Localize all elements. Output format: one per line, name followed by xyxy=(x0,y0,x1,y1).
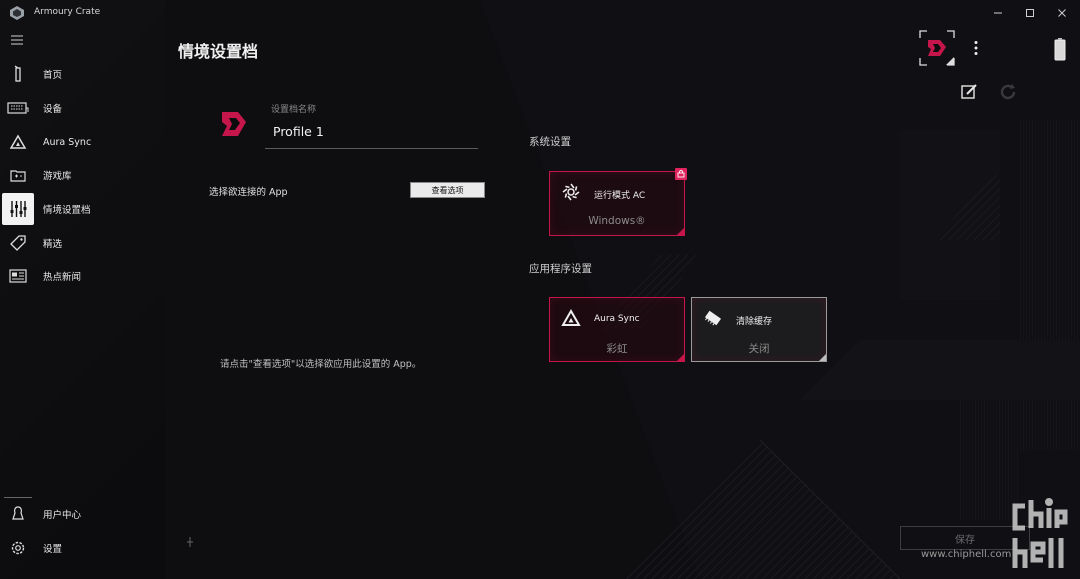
chiphell-watermark-logo xyxy=(1012,498,1068,568)
user-icon xyxy=(2,498,34,530)
aura-icon xyxy=(561,308,581,326)
sidebar xyxy=(0,26,36,579)
sidebar-divider xyxy=(4,497,32,498)
home-icon xyxy=(2,58,34,90)
profile-name-value: Profile 1 xyxy=(273,124,324,139)
view-options-button[interactable]: 查看选项 xyxy=(410,182,485,198)
hint-text: 请点击"查看选项"以选择欲应用此设置的 App。 xyxy=(220,359,422,370)
sidebar-item-profiles[interactable]: 情境设置档 xyxy=(0,193,165,225)
maximize-icon xyxy=(1026,9,1034,17)
tile-corner-indicator xyxy=(677,228,684,235)
close-icon xyxy=(1058,9,1066,17)
hamburger-menu-icon[interactable] xyxy=(11,35,23,45)
sidebar-item-news[interactable]: 热点新闻 xyxy=(0,260,165,292)
tile-title: Aura Sync xyxy=(594,314,640,324)
system-settings-title: 系统设置 xyxy=(529,136,571,148)
lock-badge-icon xyxy=(675,168,687,180)
sidebar-item-home[interactable]: 首页 xyxy=(0,58,165,90)
sidebar-item-label: 精选 xyxy=(43,239,63,250)
sidebar-item-label: 设置 xyxy=(43,544,63,555)
page-title: 情境设置档 xyxy=(178,42,259,61)
profile-logo-icon[interactable] xyxy=(919,30,955,66)
sidebar-item-label: 设备 xyxy=(43,104,63,115)
app-title: Armoury Crate xyxy=(34,7,101,17)
gear-icon xyxy=(2,532,34,564)
tag-icon xyxy=(2,227,34,259)
sidebar-item-label: Aura Sync xyxy=(43,136,92,148)
app-select-label: 选择欲连接的 App xyxy=(209,187,288,198)
close-button[interactable] xyxy=(1052,4,1072,22)
minimize-icon xyxy=(994,12,1002,14)
sidebar-item-label: 首页 xyxy=(43,70,63,81)
sidebar-item-featured[interactable]: 精选 xyxy=(0,227,165,259)
more-options-icon[interactable] xyxy=(970,40,982,56)
sidebar-item-game-library[interactable]: 游戏库 xyxy=(0,159,165,191)
watermark-url: www.chiphell.com xyxy=(921,549,1012,560)
profile-name-label: 设置档名称 xyxy=(271,105,317,115)
app-settings-title: 应用程序设置 xyxy=(529,263,592,275)
sidebar-item-label: 情境设置档 xyxy=(43,205,91,216)
clear-cache-tile[interactable]: 清除缓存 关闭 xyxy=(691,297,827,362)
aura-icon xyxy=(2,126,34,158)
title-bar: Armoury Crate xyxy=(0,0,1080,26)
sidebar-item-label: 游戏库 xyxy=(43,171,72,182)
sidebar-item-devices[interactable]: 设备 xyxy=(0,92,165,124)
profile-name-input[interactable]: Profile 1 xyxy=(265,118,478,149)
minimize-button[interactable] xyxy=(988,4,1008,22)
tile-corner-indicator xyxy=(819,354,826,361)
news-icon xyxy=(2,260,34,292)
tile-value: 彩虹 xyxy=(606,343,628,355)
game-library-icon xyxy=(2,159,34,191)
tile-title: 运行模式 AC xyxy=(594,191,646,201)
profile-logo-icon xyxy=(222,112,246,136)
tile-value: Windows® xyxy=(588,215,646,227)
aura-sync-tile[interactable]: Aura Sync 彩虹 xyxy=(549,297,685,362)
tile-title: 清除缓存 xyxy=(736,317,773,327)
maximize-button[interactable] xyxy=(1020,4,1040,22)
sidebar-item-user-center[interactable]: 用户中心 xyxy=(0,498,165,530)
tile-value: 关闭 xyxy=(748,343,770,355)
sidebar-item-label: 用户中心 xyxy=(43,510,82,521)
sliders-icon xyxy=(2,193,34,225)
refresh-icon[interactable] xyxy=(999,83,1017,101)
memory-icon xyxy=(704,310,722,326)
sidebar-item-aura-sync[interactable]: Aura Sync xyxy=(0,126,165,158)
keyboard-icon xyxy=(2,92,34,124)
sidebar-item-label: 热点新闻 xyxy=(43,272,82,283)
save-button[interactable]: 保存 xyxy=(900,526,1030,550)
operating-mode-icon xyxy=(562,183,580,201)
edit-icon[interactable] xyxy=(960,83,978,101)
armoury-crate-logo-icon xyxy=(10,6,24,20)
sidebar-item-settings[interactable]: 设置 xyxy=(0,532,165,564)
cursor-crosshair xyxy=(187,537,193,547)
tile-corner-indicator xyxy=(677,354,684,361)
operating-mode-tile[interactable]: 运行模式 AC Windows® xyxy=(549,168,687,236)
device-icon[interactable] xyxy=(1052,38,1068,62)
